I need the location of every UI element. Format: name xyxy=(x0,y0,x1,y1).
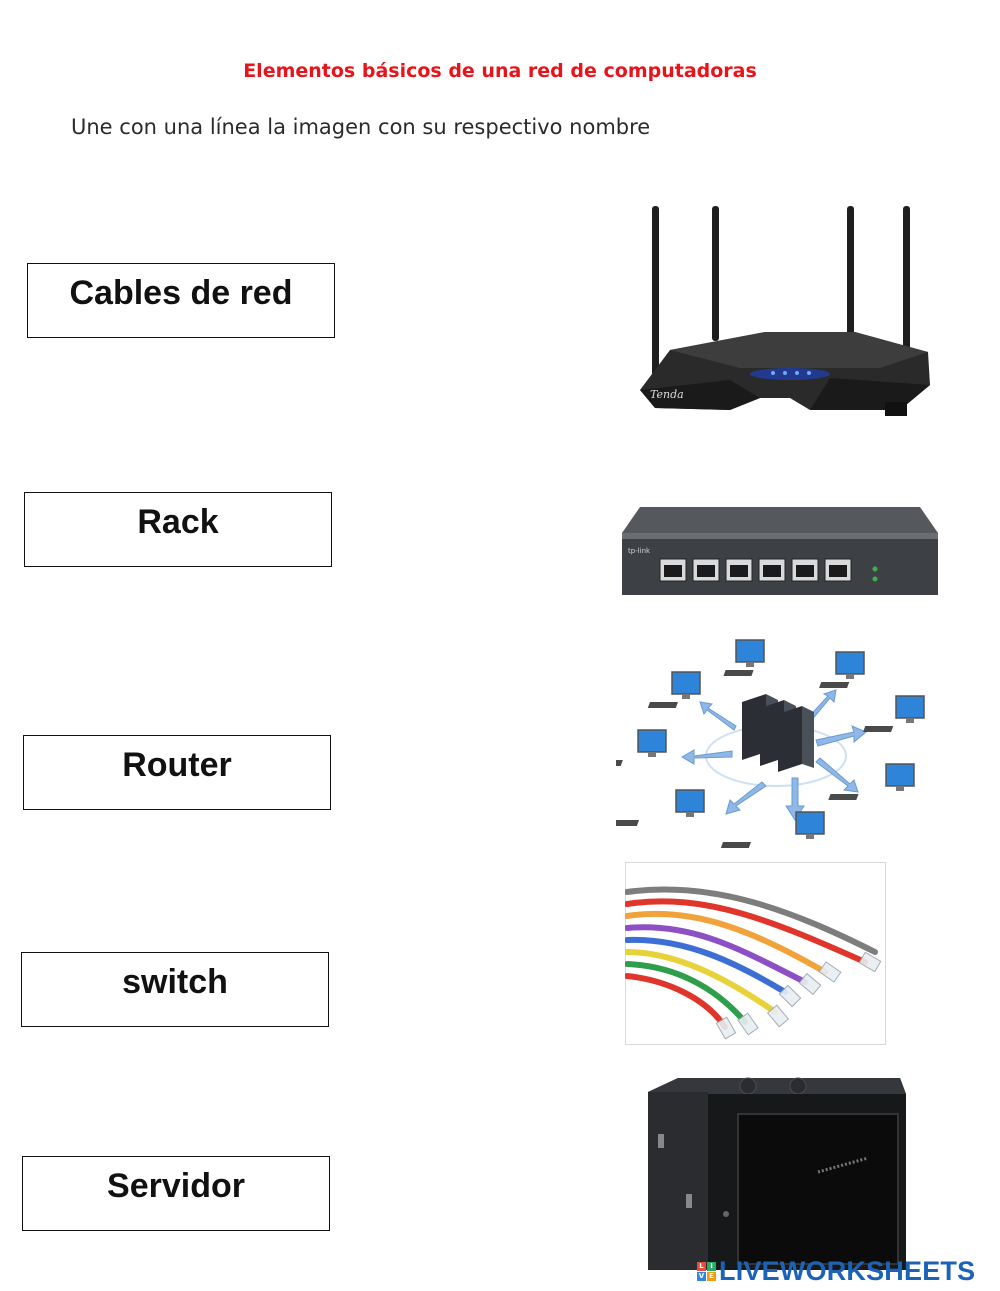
worksheet-title: Elementos básicos de una red de computad… xyxy=(243,60,757,82)
label-switch[interactable]: switch xyxy=(21,952,329,1027)
switch-brand-text: tp-link xyxy=(628,547,651,555)
computer-icon xyxy=(723,639,765,676)
logo-badge-letter: L xyxy=(697,1262,706,1271)
switch-port-socket xyxy=(829,565,847,577)
label-cables-de-red[interactable]: Cables de red xyxy=(27,263,335,338)
switch-ports xyxy=(659,558,852,582)
router-image[interactable]: Tenda xyxy=(630,200,940,420)
computer-icon xyxy=(828,763,915,800)
network-cables-image[interactable] xyxy=(625,862,887,1046)
computer-icon xyxy=(863,695,925,732)
logo-badge-letter: E xyxy=(707,1272,716,1281)
computer-icon xyxy=(616,789,705,826)
worksheet-instruction: Une con una línea la imagen con su respe… xyxy=(71,115,651,139)
logo-badge-letter: V xyxy=(697,1272,706,1281)
network-monitors xyxy=(616,639,925,848)
rack-image[interactable] xyxy=(638,1074,910,1274)
switch-port-socket xyxy=(697,565,715,577)
computer-icon xyxy=(819,651,865,688)
server-network-image[interactable] xyxy=(616,636,940,872)
logo-badge-letter: I xyxy=(707,1262,716,1271)
computer-icon xyxy=(720,811,825,848)
label-servidor[interactable]: Servidor xyxy=(22,1156,330,1231)
logo-text: LIVEWORKSHEETS xyxy=(719,1256,976,1286)
switch-port-socket xyxy=(730,565,748,577)
computer-icon xyxy=(616,729,667,766)
label-rack[interactable]: Rack xyxy=(24,492,332,567)
switch-port-socket xyxy=(664,565,682,577)
label-router[interactable]: Router xyxy=(23,735,331,810)
router-brand-text: Tenda xyxy=(650,388,684,401)
switch-port-socket xyxy=(796,565,814,577)
computer-icon xyxy=(647,671,701,708)
switch-port-socket xyxy=(763,565,781,577)
switch-image[interactable]: tp-link xyxy=(620,503,940,599)
